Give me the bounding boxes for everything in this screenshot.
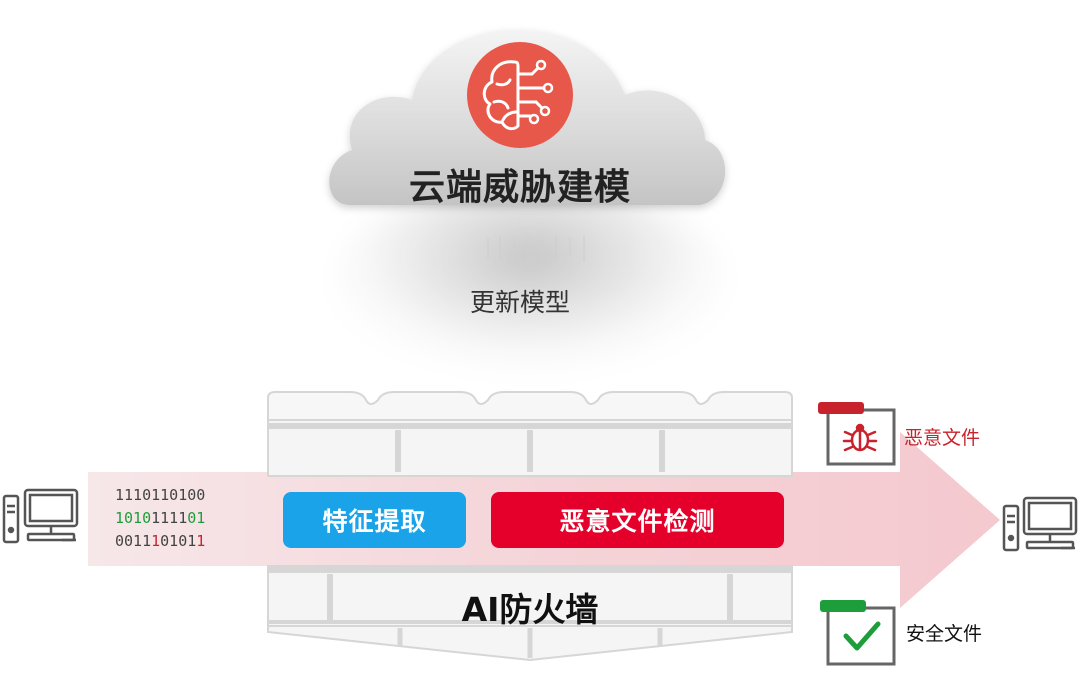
malicious-file-icon: [818, 402, 896, 466]
brain-circuit-icon: [467, 42, 573, 148]
malicious-file-label: 恶意文件: [904, 427, 981, 449]
checkmark-icon: [843, 621, 881, 651]
cloud-title: 云端威胁建模: [408, 167, 631, 208]
update-model-label: 更新模型: [469, 288, 570, 317]
update-beam: [330, 180, 730, 400]
binary-row-3: 0011101011: [115, 532, 206, 550]
binary-row-2: 1010111101: [115, 509, 206, 527]
malware-detection-badge: 恶意文件检测: [491, 492, 784, 548]
safe-file-icon: [820, 600, 896, 666]
binary-row-1: 1110110100: [115, 486, 206, 504]
ai-firewall-label: AI防火墙: [461, 590, 599, 629]
feature-extraction-badge: 特征提取: [283, 492, 466, 548]
firewall-wall: [267, 391, 793, 662]
bug-icon: [842, 423, 878, 452]
destination-computer-icon: [1002, 496, 1078, 552]
safe-file-label: 安全文件: [906, 623, 983, 645]
source-computer-icon: [2, 488, 79, 544]
